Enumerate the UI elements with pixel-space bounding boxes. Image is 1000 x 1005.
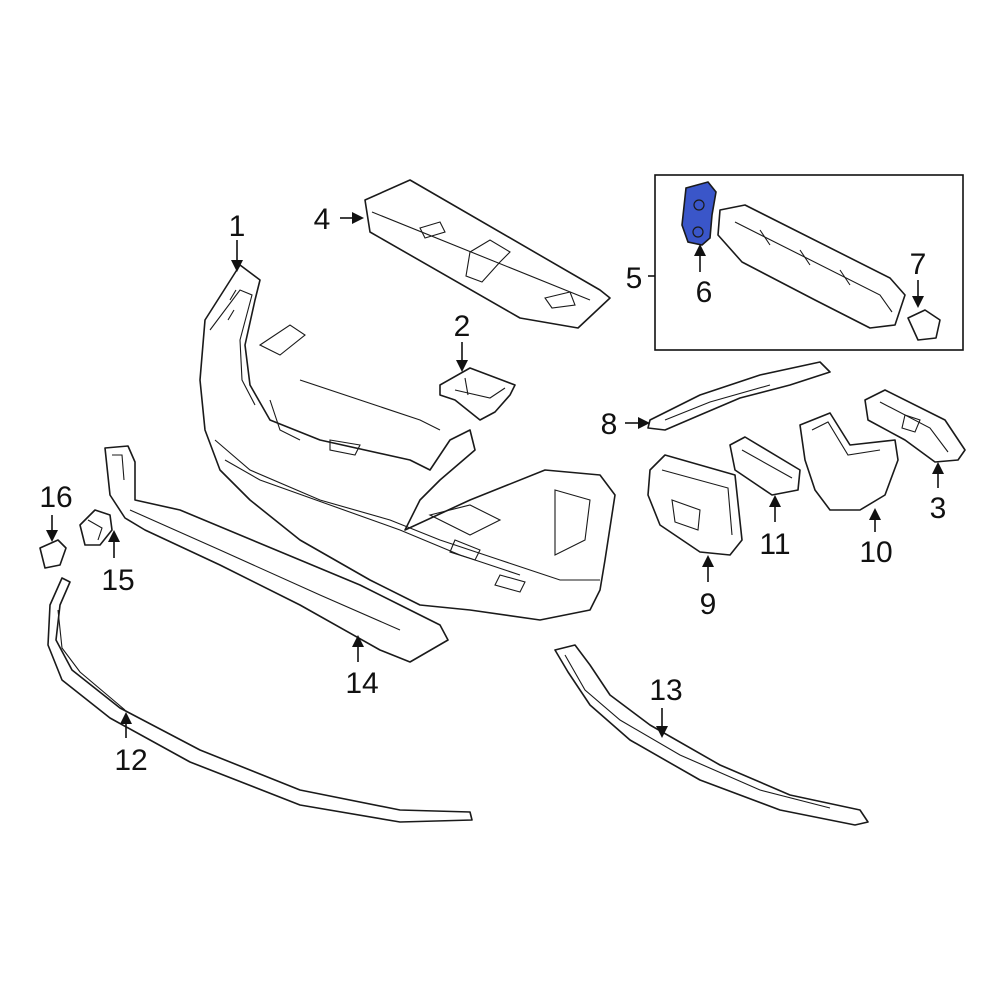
callout-3: 3 bbox=[930, 492, 947, 525]
callout-13: 13 bbox=[649, 674, 682, 707]
callout-9: 9 bbox=[700, 588, 717, 621]
part-1-bumper-cover[interactable] bbox=[199, 264, 616, 621]
callout-4: 4 bbox=[314, 203, 331, 236]
part-10-cover[interactable] bbox=[799, 412, 899, 511]
callout-5: 5 bbox=[626, 262, 643, 295]
callout-7: 7 bbox=[910, 248, 927, 281]
part-6-bracket-highlighted[interactable] bbox=[681, 181, 717, 246]
callout-14: 14 bbox=[345, 667, 378, 700]
callout-labels: 1 2 3 4 5 6 7 8 9 10 11 12 13 14 15 16 bbox=[39, 203, 946, 777]
callout-11: 11 bbox=[759, 528, 790, 561]
callout-1: 1 bbox=[229, 210, 246, 243]
part-3-bracket[interactable] bbox=[864, 389, 966, 463]
part-16-cap[interactable] bbox=[39, 539, 67, 569]
callout-16: 16 bbox=[39, 481, 72, 514]
part-7-clip[interactable] bbox=[907, 309, 941, 341]
part-14-lower-deflector[interactable] bbox=[104, 445, 449, 663]
callout-10: 10 bbox=[859, 536, 892, 569]
part-2-bracket[interactable] bbox=[439, 367, 516, 421]
part-4-upper-cover[interactable] bbox=[364, 179, 611, 329]
part-9-bracket[interactable] bbox=[647, 454, 743, 556]
callout-15: 15 bbox=[101, 564, 134, 597]
part-8-side-bracket[interactable] bbox=[647, 361, 831, 431]
inset-box bbox=[654, 174, 964, 351]
callout-6: 6 bbox=[696, 276, 713, 309]
callout-12: 12 bbox=[114, 744, 147, 777]
part-11-bracket[interactable] bbox=[729, 436, 801, 496]
part-12-trim-left[interactable] bbox=[47, 577, 473, 823]
callout-2: 2 bbox=[454, 310, 471, 343]
callout-8: 8 bbox=[601, 408, 618, 441]
part-15-clip[interactable] bbox=[79, 509, 113, 546]
leaders bbox=[46, 212, 944, 738]
part-5-absorber[interactable] bbox=[717, 204, 906, 329]
part-13-trim-right[interactable] bbox=[554, 644, 869, 826]
